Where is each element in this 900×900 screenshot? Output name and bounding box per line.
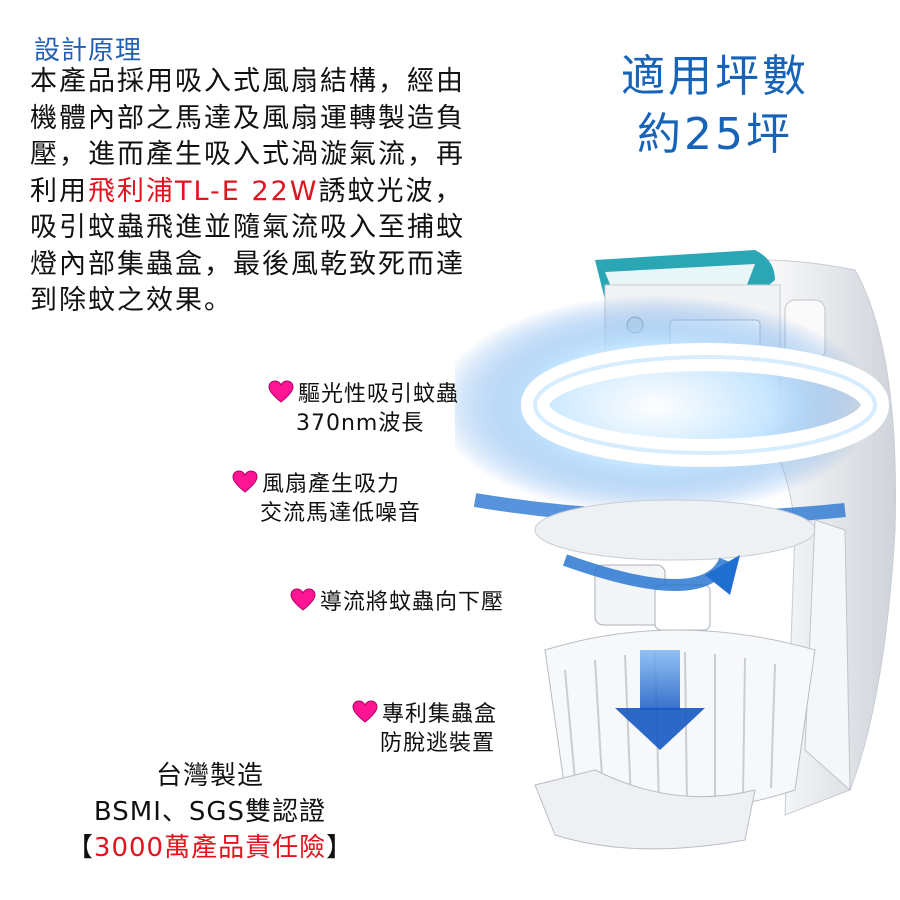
feature-uv-attract: 驅光性吸引蚊蟲 370nm波長 (268, 380, 459, 438)
fan (534, 499, 816, 561)
bracket-close: 】 (326, 833, 354, 863)
feature-fan-suction: 風扇產生吸力 交流馬達低噪音 (232, 470, 421, 528)
feature-1-line2: 370nm波長 (296, 411, 425, 436)
bottom-drawer (534, 769, 756, 850)
certification: BSMI、SGS雙認證 (93, 797, 327, 827)
coverage-badge: 適用坪數 約25坪 (590, 48, 840, 164)
principle-text-highlight: 飛利浦TL-E 22W (88, 175, 319, 207)
feature-downdraft: 導流將蚊蟲向下壓 (290, 588, 504, 617)
coverage-line2: 約25坪 (637, 109, 793, 160)
heart-icon (232, 470, 258, 493)
mosquito-trap-illustration (455, 250, 896, 850)
feature-4-line1: 專利集蟲盒 (382, 702, 498, 727)
coverage-line1: 適用坪數 (621, 51, 809, 102)
footer-block: 台灣製造 BSMI、SGS雙認證 【3000萬產品責任險】 (40, 758, 380, 866)
feature-4-line2: 防脫逃裝置 (380, 731, 496, 756)
principle-text-before: 本產品採用吸入式風扇結構，經由機體內部之馬達及風扇運轉製造負壓，進而產生吸入式渦… (30, 66, 465, 207)
bracket-open: 【 (66, 833, 94, 863)
heart-icon (352, 700, 378, 723)
feature-2-line1: 風扇產生吸力 (262, 472, 401, 497)
heart-icon (290, 588, 316, 611)
principle-paragraph: 本產品採用吸入式風扇結構，經由機體內部之馬達及風扇運轉製造負壓，進而產生吸入式渦… (30, 64, 470, 320)
feature-2-line2: 交流馬達低噪音 (260, 501, 422, 526)
feature-collection-box: 專利集蟲盒 防脫逃裝置 (352, 700, 497, 758)
principle-title: 設計原理 (34, 36, 143, 66)
feature-3-line1: 導流將蚊蟲向下壓 (320, 590, 505, 615)
airflow-arrow-down (615, 708, 705, 750)
feature-1-line1: 驅光性吸引蚊蟲 (298, 382, 460, 407)
made-in-taiwan: 台灣製造 (155, 761, 264, 791)
principle-text-after: 誘蚊光波，吸引蚊蟲飛進並隨氣流吸入至捕蚊燈內部集蟲盒，最後風乾致死而達到除蚊之效… (30, 175, 465, 317)
heart-icon (268, 380, 294, 403)
insurance-text: 3000萬產品責任險 (93, 833, 327, 863)
insurance-line: 【3000萬產品責任險】 (40, 830, 380, 866)
